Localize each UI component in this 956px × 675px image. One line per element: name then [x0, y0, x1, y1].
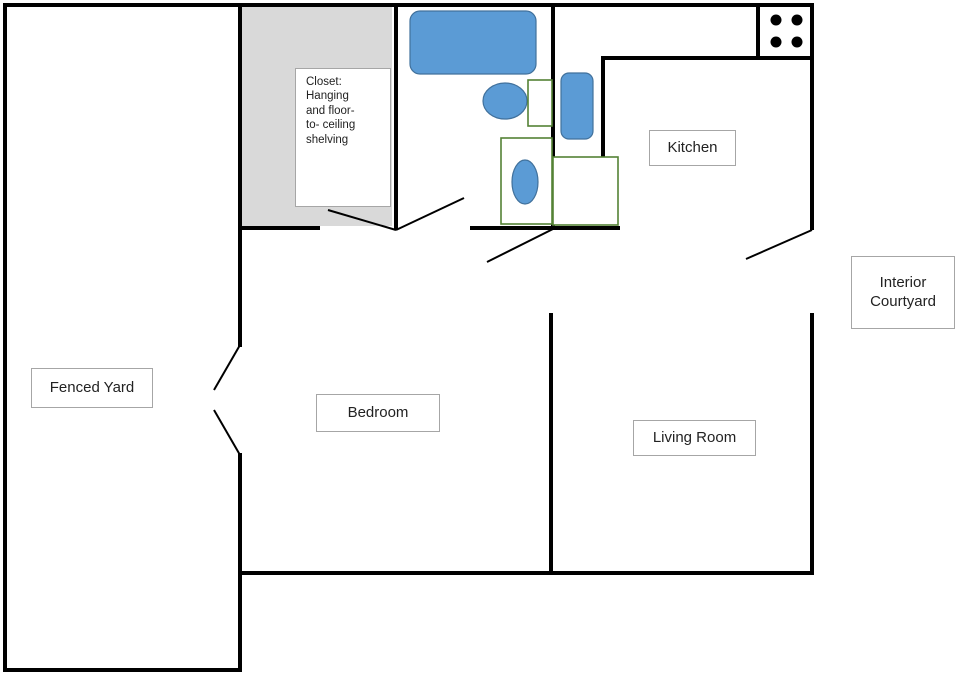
closet-door[interactable]: [327, 209, 397, 231]
closet-label: Closet: Hanging and floor- to- ceiling s…: [295, 68, 391, 207]
kitchen-label: Kitchen: [649, 130, 736, 166]
fenced-yard-label: Fenced Yard: [31, 368, 153, 408]
yard-door-lower[interactable]: [213, 409, 241, 456]
bathtub-icon: [409, 10, 537, 75]
courtyard-door[interactable]: [745, 229, 813, 260]
toilet-icon: [482, 82, 528, 120]
kitchen-counter-icon: [552, 156, 619, 226]
stove-burners-icon: [770, 14, 803, 48]
bedroom-label: Bedroom: [316, 394, 440, 432]
interior-courtyard-label: Interior Courtyard: [851, 256, 955, 329]
kitchen-sink-icon: [560, 72, 594, 140]
toilet-tank-icon: [527, 79, 553, 127]
sink-icon: [511, 159, 539, 205]
living-room-label: Living Room: [633, 420, 756, 456]
hall-door[interactable]: [486, 228, 554, 263]
yard-door-upper[interactable]: [213, 344, 241, 391]
fenced-yard-wall: [3, 3, 242, 672]
bathroom-door[interactable]: [395, 197, 465, 231]
